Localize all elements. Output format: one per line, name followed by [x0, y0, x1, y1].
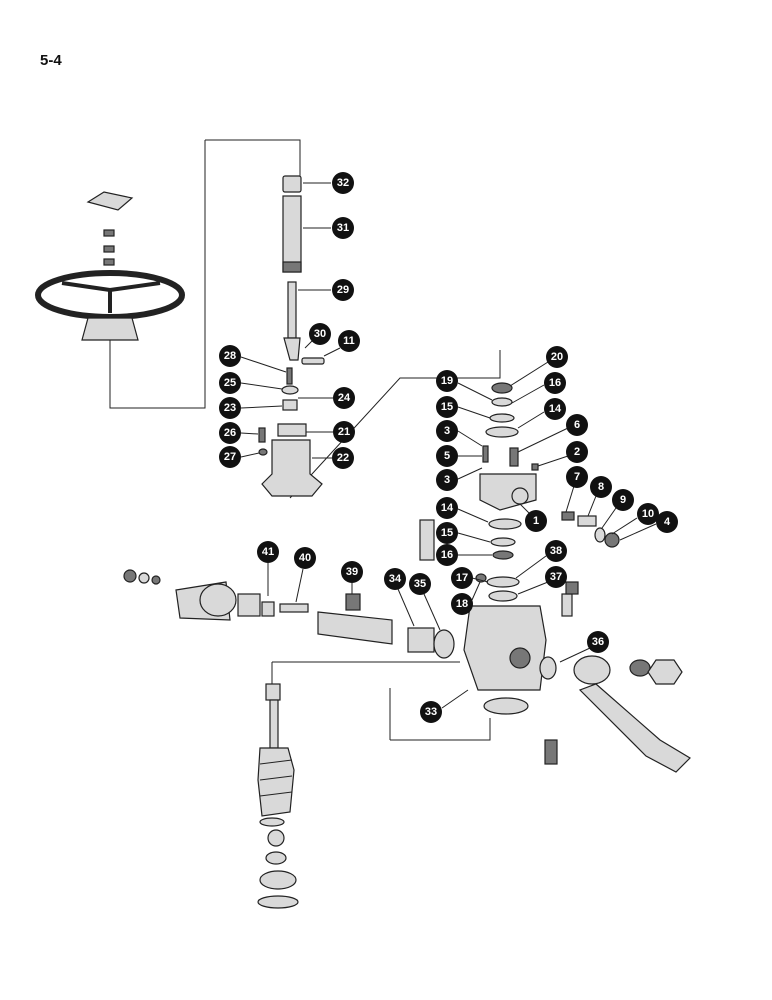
svg-text:41: 41 — [262, 546, 274, 558]
callout-34: 34 — [384, 568, 415, 627]
svg-text:15: 15 — [441, 401, 453, 413]
callout-14: 14 — [517, 398, 566, 429]
svg-text:9: 9 — [620, 494, 626, 506]
worm-shaft-assembly — [257, 683, 299, 909]
svg-text:18: 18 — [456, 598, 468, 610]
wheel-cap — [86, 191, 134, 266]
page-number: 5-4 — [40, 52, 62, 69]
callout-37: 37 — [517, 566, 567, 595]
svg-text:14: 14 — [549, 403, 562, 415]
callout-18: 18 — [451, 581, 481, 615]
svg-text:35: 35 — [414, 578, 426, 590]
svg-text:36: 36 — [592, 636, 604, 648]
callout-36: 36 — [559, 631, 609, 663]
svg-text:34: 34 — [389, 573, 402, 585]
callout-6: 6 — [517, 414, 588, 453]
callouts: 32 31 29 30 11 28 25 24 23 21 26 27 22 2… — [219, 172, 678, 723]
svg-text:21: 21 — [338, 426, 350, 438]
svg-text:10: 10 — [642, 508, 654, 520]
svg-text:23: 23 — [224, 402, 236, 414]
callout-28: 28 — [219, 345, 287, 373]
svg-text:28: 28 — [224, 350, 236, 362]
svg-text:33: 33 — [425, 706, 437, 718]
steering-gear-housing — [419, 519, 579, 765]
callout-38: 38 — [515, 540, 567, 579]
svg-text:1: 1 — [533, 515, 539, 527]
steering-wheel — [35, 270, 185, 341]
callout-19: 19 — [436, 370, 493, 401]
pitman-arm — [573, 655, 691, 773]
callout-20: 20 — [509, 346, 568, 387]
callout-8: 8 — [587, 476, 612, 517]
callout-30: 30 — [304, 323, 331, 349]
callout-35: 35 — [409, 573, 441, 631]
callout-7: 7 — [565, 466, 588, 513]
callout-16: 16 — [511, 372, 566, 404]
callout-1: 1 — [519, 503, 547, 532]
svg-text:3: 3 — [444, 474, 450, 486]
callout-11: 11 — [323, 330, 360, 357]
callout-22: 22 — [312, 447, 354, 469]
callout-32: 32 — [303, 172, 354, 194]
svg-text:39: 39 — [346, 566, 358, 578]
callout-3b: 3 — [436, 467, 483, 491]
svg-text:2: 2 — [574, 446, 580, 458]
svg-text:29: 29 — [337, 284, 349, 296]
svg-text:17: 17 — [456, 572, 468, 584]
svg-text:6: 6 — [574, 419, 580, 431]
callout-31: 31 — [303, 217, 354, 239]
callout-26: 26 — [219, 422, 259, 444]
svg-text:16: 16 — [549, 377, 561, 389]
svg-text:37: 37 — [550, 571, 562, 583]
svg-text:3: 3 — [444, 425, 450, 437]
svg-text:32: 32 — [337, 177, 349, 189]
callout-14b: 14 — [436, 497, 489, 523]
control-valve-stack — [479, 382, 620, 560]
svg-text:19: 19 — [441, 375, 453, 387]
svg-text:8: 8 — [598, 481, 604, 493]
svg-text:11: 11 — [343, 335, 355, 347]
svg-text:30: 30 — [314, 328, 326, 340]
svg-text:40: 40 — [299, 552, 311, 564]
callout-40: 40 — [294, 547, 316, 603]
svg-text:20: 20 — [551, 351, 563, 363]
svg-text:27: 27 — [224, 451, 236, 463]
svg-text:14: 14 — [441, 502, 454, 514]
callout-15b: 15 — [436, 522, 491, 544]
svg-text:7: 7 — [574, 471, 580, 483]
callout-24: 24 — [298, 387, 355, 409]
sector-shaft-assembly — [123, 569, 455, 659]
callout-17: 17 — [451, 567, 489, 589]
callout-3a: 3 — [436, 420, 483, 447]
svg-text:15: 15 — [441, 527, 453, 539]
callout-5: 5 — [436, 445, 482, 467]
callout-29: 29 — [298, 279, 354, 301]
svg-text:26: 26 — [224, 427, 236, 439]
callout-27: 27 — [219, 446, 260, 468]
callout-41: 41 — [257, 541, 279, 596]
callout-23: 23 — [219, 397, 283, 419]
callout-25: 25 — [219, 372, 283, 394]
svg-text:16: 16 — [441, 549, 453, 561]
svg-text:38: 38 — [550, 545, 562, 557]
svg-text:5: 5 — [444, 450, 450, 462]
steering-column — [258, 175, 325, 497]
callout-4: 4 — [619, 511, 678, 541]
callout-21: 21 — [306, 421, 355, 443]
svg-text:25: 25 — [224, 377, 236, 389]
svg-text:4: 4 — [664, 516, 671, 528]
callout-16b: 16 — [436, 544, 492, 566]
svg-text:24: 24 — [338, 392, 351, 404]
callout-10: 10 — [611, 503, 659, 535]
svg-text:22: 22 — [337, 452, 349, 464]
callout-2: 2 — [537, 441, 588, 467]
callout-33: 33 — [420, 689, 469, 723]
callout-15: 15 — [436, 396, 491, 419]
callout-9: 9 — [601, 489, 634, 529]
svg-text:31: 31 — [337, 222, 349, 234]
callout-39: 39 — [341, 561, 363, 594]
